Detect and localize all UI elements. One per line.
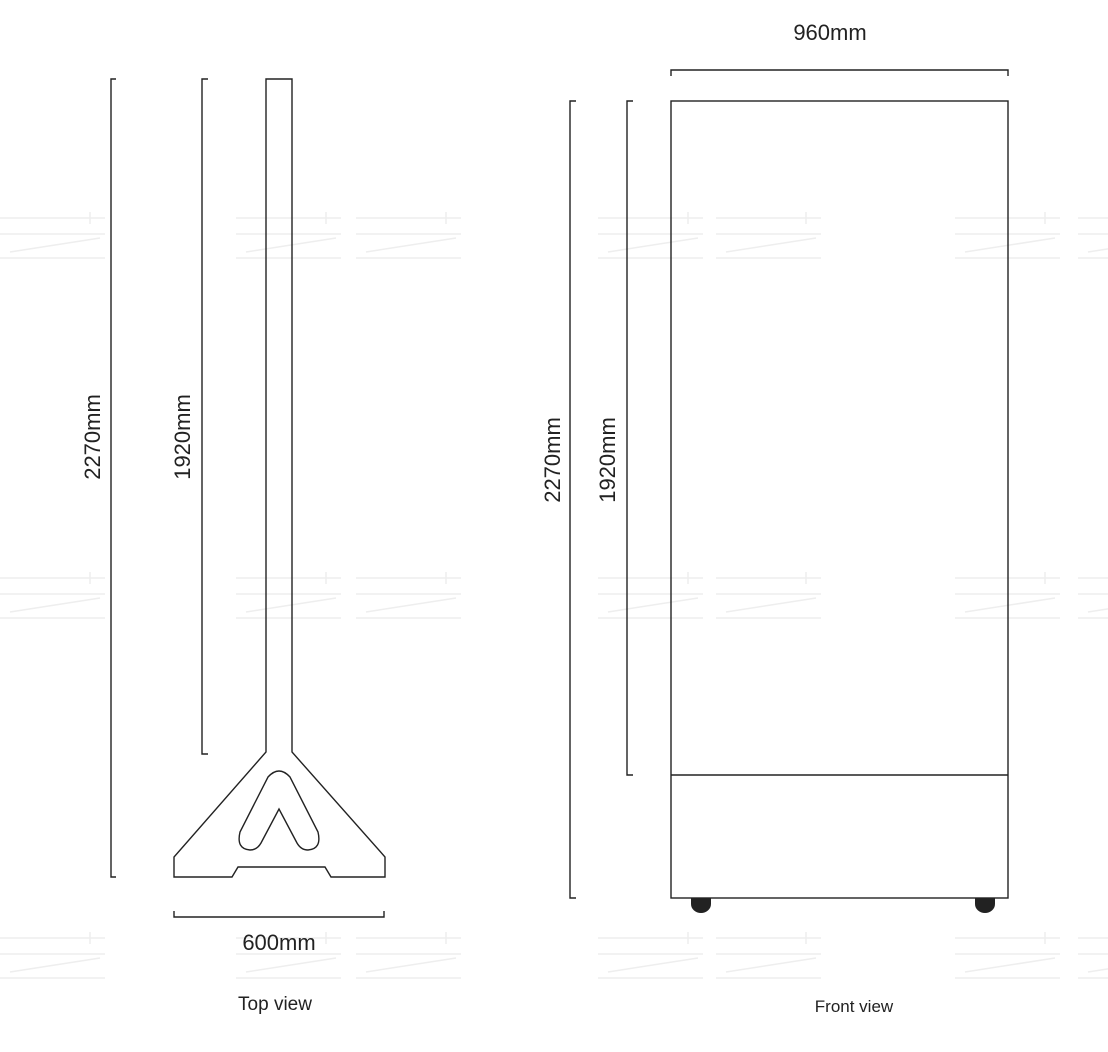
top-view-width-label: 600mm xyxy=(242,930,315,955)
watermark-tile xyxy=(0,212,105,259)
top-view-caption: Top view xyxy=(238,994,312,1015)
watermark-tile xyxy=(236,932,341,979)
top-view-width-dimension-line xyxy=(173,911,385,918)
top-view-height-screen-label: 1920mm xyxy=(170,394,195,480)
front-view-height-total-dimension-line xyxy=(569,100,576,899)
top-view-height-total-dimension-line xyxy=(110,78,116,878)
front-view-height-total-label: 2270mm xyxy=(540,417,565,503)
watermark-tile xyxy=(1078,937,1108,979)
front-view-caption: Front view xyxy=(815,997,894,1016)
watermark-tile xyxy=(1078,577,1108,619)
watermark-tile xyxy=(0,572,105,619)
top-view-height-total-label: 2270mm xyxy=(80,394,105,480)
watermark-tile xyxy=(598,572,703,619)
front-view: 960mm 2270mm 1920mm Front view xyxy=(540,20,1009,1016)
top-view: 2270mm 1920mm 600mm Top view xyxy=(80,78,386,1015)
watermark-tile xyxy=(598,212,703,259)
front-view-height-screen-dimension-line xyxy=(626,100,633,776)
cabinet-outline xyxy=(670,100,1009,899)
watermark-tile xyxy=(716,932,821,979)
watermark-tile xyxy=(1078,217,1108,259)
watermark-tile xyxy=(356,572,461,619)
watermark-tile xyxy=(955,932,1060,979)
left-wheel-icon xyxy=(691,898,711,913)
watermark xyxy=(0,212,1108,979)
base-cutout xyxy=(238,770,320,851)
top-view-height-screen-dimension-line xyxy=(201,78,208,755)
watermark-tile xyxy=(356,212,461,259)
front-view-width-dimension-line xyxy=(670,69,1009,76)
watermark-tile xyxy=(236,212,341,259)
right-wheel-icon xyxy=(975,898,995,913)
watermark-tile xyxy=(236,572,341,619)
watermark-tile xyxy=(356,932,461,979)
front-view-height-screen-label: 1920mm xyxy=(595,417,620,503)
watermark-tile xyxy=(598,932,703,979)
watermark-tile xyxy=(716,212,821,259)
front-view-width-label: 960mm xyxy=(793,20,866,45)
stand-outline xyxy=(173,78,386,878)
watermark-tile xyxy=(0,932,105,979)
watermark-tile xyxy=(716,572,821,619)
